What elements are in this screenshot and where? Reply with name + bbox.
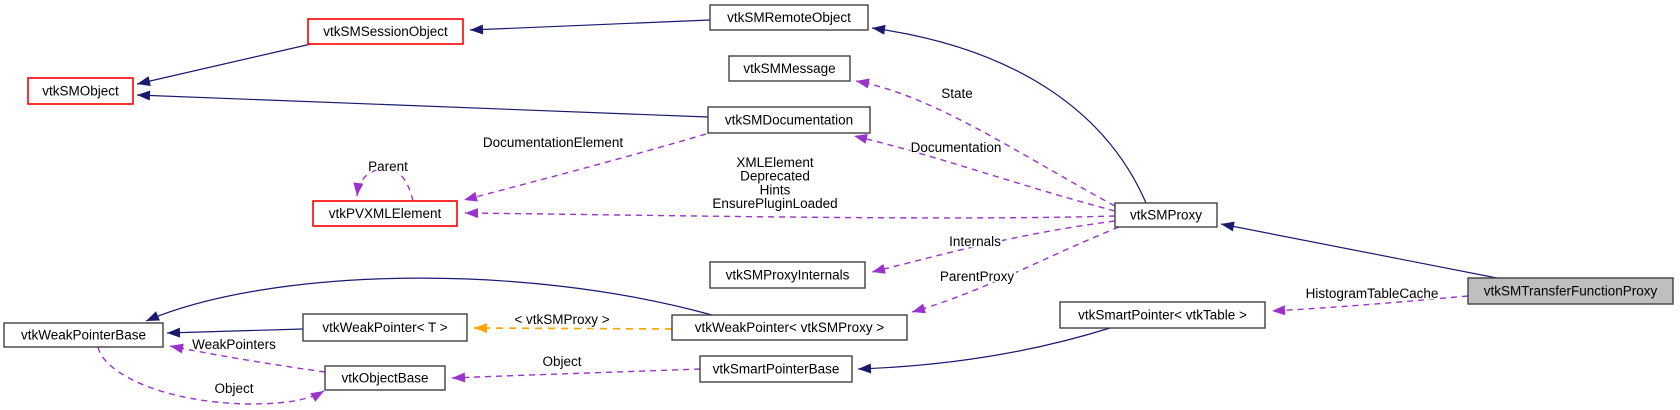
node-vtkweakpointerbase-box: [3, 322, 164, 348]
edge-label-vtksmdocumentation-to-vtkpvxmlelement: DocumentationElement: [483, 135, 624, 150]
edge-inheritance-vtksmremoteobject-to-vtksmsessionobject: [469, 19, 711, 35]
edge-label-vtksmproxy-to-vtkpvxmlelement-line-2: Deprecated: [740, 169, 810, 184]
node-vtkweakpointer-t[interactable]: vtkWeakPointer< T >: [302, 313, 468, 342]
node-vtkpvxmlelement-label: vtkPVXMLElement: [329, 206, 442, 221]
node-vtksmmessage-label: vtkSMMessage: [743, 61, 835, 76]
node-vtksmsessionobject-label: vtkSMSessionObject: [323, 24, 448, 39]
node-vtksmsessionobject-box: [307, 18, 464, 45]
node-vtkobjectbase-box: [324, 365, 446, 391]
edge-label-vtkpvxmlelement-to-vtkpvxmlelement: Parent: [368, 159, 408, 174]
node-vtkweakpointer-vtksmproxy-box: [671, 314, 908, 341]
edge-label-vtkweakpointerbase-to-vtkobjectbase: Object: [214, 381, 253, 396]
node-vtksmartpointer-vtktable[interactable]: vtkSmartPointer< vtkTable >: [1059, 301, 1266, 329]
node-vtkweakpointer-vtksmproxy[interactable]: vtkWeakPointer< vtkSMProxy >: [671, 314, 908, 341]
edge-label-vtksmtransferfunctionproxy-to-vtksmartpointer-vtktable: HistogramTableCache: [1306, 286, 1439, 301]
node-vtksmdocumentation-box: [707, 106, 871, 134]
node-vtksmobject[interactable]: vtkSMObject: [27, 77, 134, 105]
edge-usage-vtksmproxy-to-vtksmproxyinternals: [871, 220, 1116, 274]
node-vtksmartpointer-vtktable-box: [1059, 301, 1266, 329]
node-vtksmproxy-label: vtkSMProxy: [1130, 208, 1202, 223]
edge-usage-vtkweakpointerbase-to-vtkobjectbase: [97, 346, 325, 405]
edge-inheritance-vtkweakpointer-vtksmproxy-to-vtkweakpointerbase: [145, 277, 713, 322]
node-vtkpvxmlelement[interactable]: vtkPVXMLElement: [312, 200, 458, 227]
node-vtkweakpointer-vtksmproxy-label: vtkWeakPointer< vtkSMProxy >: [695, 320, 885, 335]
edge-usage-vtksmartpointerbase-to-vtkobjectbase: [451, 368, 701, 383]
node-vtksmremoteobject-box: [709, 4, 869, 31]
edge-usage-vtkobjectbase-to-vtkweakpointerbase: [169, 343, 326, 373]
edge-usage-vtksmdocumentation-to-vtkpvxmlelement: [463, 133, 707, 202]
node-vtkweakpointerbase[interactable]: vtkWeakPointerBase: [3, 322, 164, 348]
node-vtksmartpointerbase[interactable]: vtkSmartPointerBase: [699, 355, 853, 383]
node-vtkobjectbase-label: vtkObjectBase: [341, 371, 428, 386]
node-vtksmtransferfunctionproxy-box: [1467, 277, 1674, 305]
node-vtksmproxyinternals[interactable]: vtkSMProxyInternals: [709, 261, 866, 289]
node-vtksmdocumentation-label: vtkSMDocumentation: [725, 113, 853, 128]
node-vtksmmessage-box: [728, 55, 851, 82]
edge-label-vtksmartpointerbase-to-vtkobjectbase: Object: [542, 354, 581, 369]
edge-inheritance-vtksmartpointer-vtktable-to-vtksmartpointerbase: [857, 327, 1111, 374]
edge-usage-vtksmproxy-to-vtksmdocumentation: [853, 133, 1116, 212]
edge-label-vtksmproxy-to-vtkpvxmlelement-line-3: Hints: [760, 182, 791, 197]
node-vtksmobject-box: [27, 77, 134, 105]
node-vtksmartpointerbase-box: [699, 355, 853, 383]
edge-inheritance-vtksmsessionobject-to-vtksmobject: [136, 43, 312, 86]
node-vtksmtransferfunctionproxy-label: vtkSMTransferFunctionProxy: [1484, 284, 1658, 299]
node-vtksmartpointer-vtktable-label: vtkSmartPointer< vtkTable >: [1078, 308, 1247, 323]
node-vtksmtransferfunctionproxy: vtkSMTransferFunctionProxy: [1467, 277, 1674, 305]
edge-usage-vtksmtransferfunctionproxy-to-vtksmartpointer-vtktable: [1271, 295, 1469, 316]
node-vtkpvxmlelement-box: [312, 200, 458, 227]
node-vtkobjectbase[interactable]: vtkObjectBase: [324, 365, 446, 391]
edge-inheritance-vtksmdocumentation-to-vtksmobject: [136, 90, 709, 118]
node-vtksmproxyinternals-label: vtkSMProxyInternals: [726, 268, 850, 283]
edge-usage-vtksmproxy-to-vtkweakpointer-vtksmproxy: [911, 226, 1120, 314]
node-vtksmproxy[interactable]: vtkSMProxy: [1114, 202, 1218, 228]
edge-inheritance-vtksmproxy-to-vtksmremoteobject: [871, 24, 1147, 204]
edge-label-vtksmproxy-to-vtkpvxmlelement-line-4: EnsurePluginLoaded: [712, 196, 837, 211]
edge-usage-vtkpvxmlelement-to-vtkpvxmlelement: [353, 168, 414, 202]
edge-label-vtksmproxy-to-vtksmproxyinternals: Internals: [949, 234, 1001, 249]
edge-template-vtkweakpointer-vtksmproxy-to-vtkweakpointer-t: [473, 323, 673, 334]
edge-usage-vtksmproxy-to-vtksmmessage: [855, 78, 1116, 207]
edge-inheritance-vtksmtransferfunctionproxy-to-vtksmproxy: [1220, 221, 1498, 279]
node-vtksmsessionobject[interactable]: vtkSMSessionObject: [307, 18, 464, 45]
node-vtksmremoteobject-label: vtkSMRemoteObject: [727, 10, 851, 25]
edge-label-vtksmproxy-to-vtkpvxmlelement-line-1: XMLElement: [736, 155, 814, 170]
node-vtkweakpointer-t-box: [302, 313, 468, 342]
edge-label-vtksmproxy-to-vtksmdocumentation: Documentation: [911, 140, 1002, 155]
edge-usage-vtksmproxy-to-vtkpvxmlelement: [464, 208, 1116, 219]
edge-label-vtksmproxy-to-vtksmmessage: State: [941, 86, 973, 101]
node-vtkweakpointer-t-label: vtkWeakPointer< T >: [322, 320, 447, 335]
node-vtksmproxyinternals-box: [709, 261, 866, 289]
node-vtksmartpointerbase-label: vtkSmartPointerBase: [713, 362, 840, 377]
edge-inheritance-vtkweakpointer-t-to-vtkweakpointerbase: [166, 327, 304, 338]
node-vtksmremoteobject[interactable]: vtkSMRemoteObject: [709, 4, 869, 31]
node-vtksmobject-label: vtkSMObject: [42, 84, 119, 99]
edge-label-vtkobjectbase-to-vtkweakpointerbase: WeakPointers: [192, 337, 276, 352]
node-vtksmproxy-box: [1114, 202, 1218, 228]
node-vtksmmessage[interactable]: vtkSMMessage: [728, 55, 851, 82]
node-vtkweakpointerbase-label: vtkWeakPointerBase: [21, 328, 146, 343]
node-vtksmdocumentation[interactable]: vtkSMDocumentation: [707, 106, 871, 134]
edge-label-vtkweakpointer-vtksmproxy-to-vtkweakpointer-t: < vtkSMProxy >: [514, 312, 609, 327]
edge-label-vtksmproxy-to-vtkweakpointer-vtksmproxy: ParentProxy: [940, 269, 1015, 284]
